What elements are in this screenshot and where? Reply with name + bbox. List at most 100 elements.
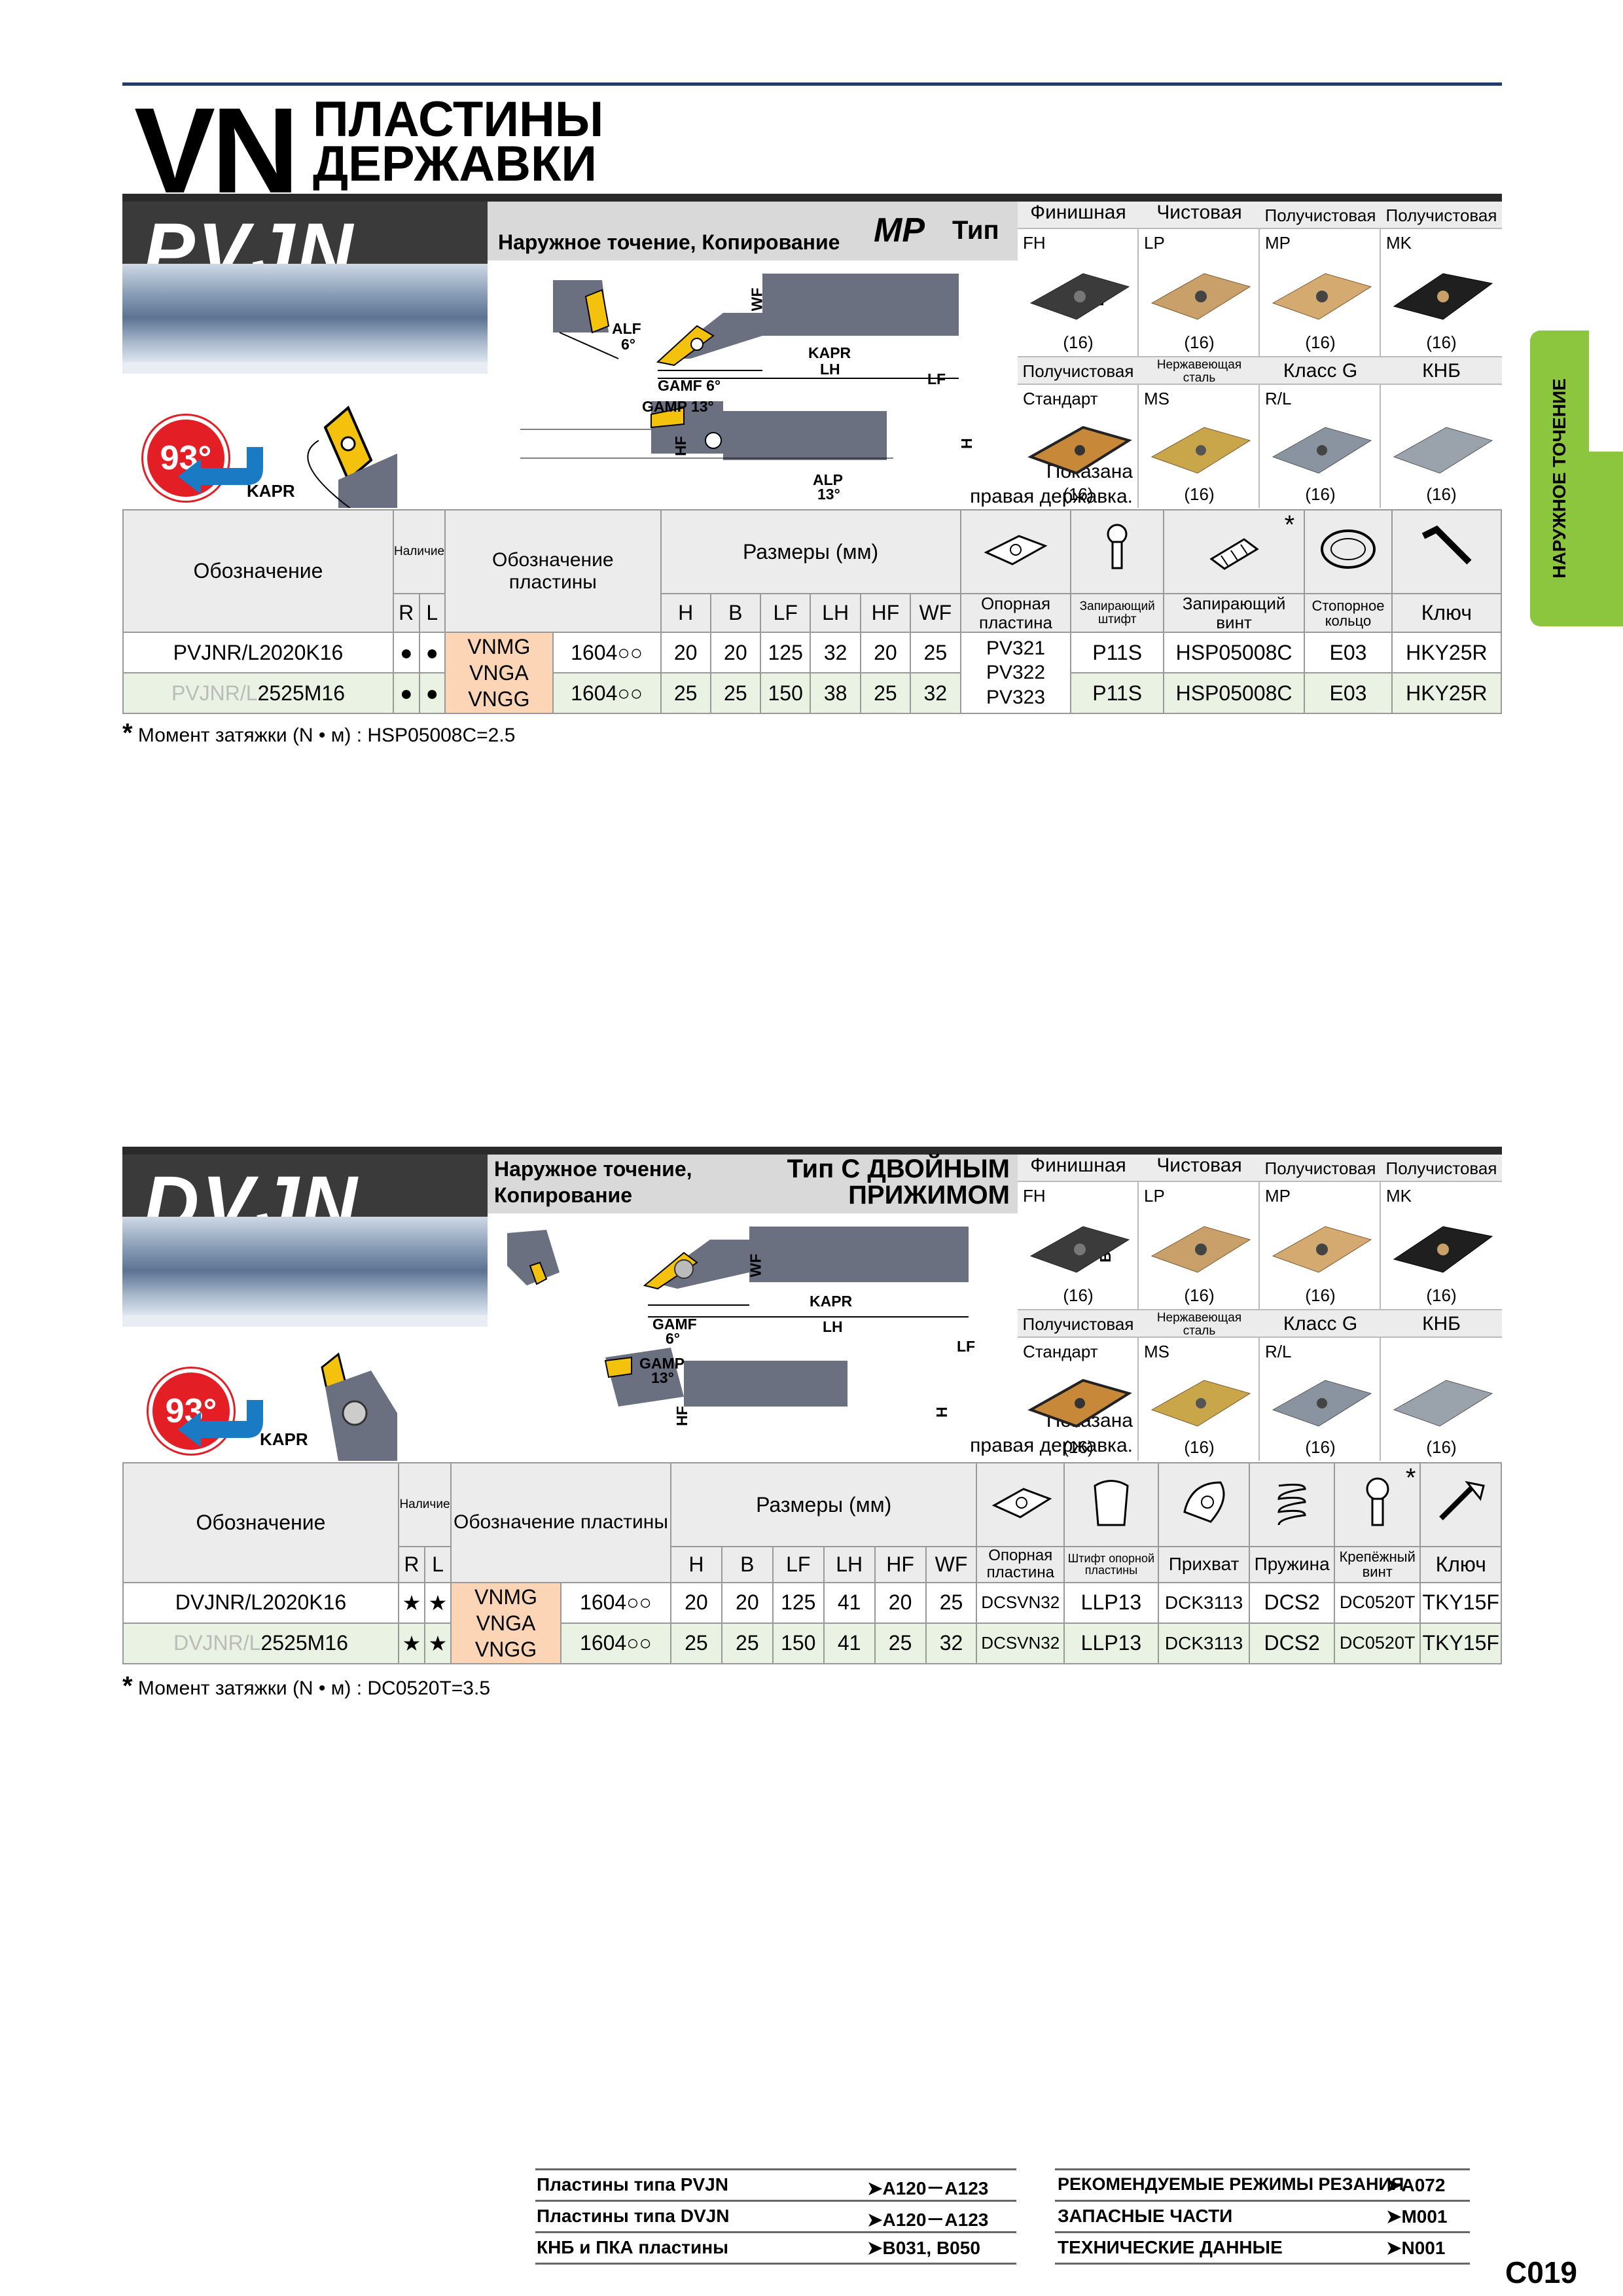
pvjn-shim-list: PV321 PV322 PV323 <box>959 632 1072 715</box>
pvjn-angle-badge: 93° <box>143 416 228 501</box>
pvjn-photo: 93° KAPR <box>122 264 488 508</box>
pvjn-dim-wf: WF <box>748 287 766 312</box>
pvjn-drawing <box>520 274 959 460</box>
side-tab-notch <box>1589 452 1623 626</box>
pvjn-row1-designation: PVJNR/L2020K16 <box>122 632 394 674</box>
table-row[interactable]: PVJNR/L2525M16 ● ● 1604○○ 25 25 150 38 2… <box>122 672 1503 715</box>
dvjn-ins-cbn-count: (16) <box>1426 1437 1457 1457</box>
dvjn-row2-pin: LLP13 <box>1063 1622 1159 1664</box>
dvjn-th-clamp: Прихват <box>1157 1546 1251 1583</box>
pvjn-row2-r: ● <box>392 672 420 715</box>
dvjn-row2-shim: DCSVN32 <box>976 1622 1065 1664</box>
dvjn-ins-mp-count: (16) <box>1305 1285 1336 1305</box>
dvjn-dim-lh: LH <box>823 1318 843 1335</box>
footer-link-cutting[interactable]: РЕКОМЕНДУЕМЫЕ РЕЖИМЫ РЕЗАНИЯ <box>1058 2174 1404 2194</box>
dvjn-th-r: R <box>397 1546 425 1583</box>
pvjn-holder-shape <box>338 454 397 508</box>
pvjn-shim-3: PV323 <box>986 686 1046 708</box>
pvjn-th-pin-icon <box>1070 509 1164 594</box>
footer-ref-dvjn[interactable]: ➤A120－A123 <box>867 2206 988 2232</box>
table-row[interactable]: PVJNR/L2020K16 ● ● VNMG VNGA VNGG 1604○○… <box>122 632 1503 715</box>
footer-link-cbn[interactable]: КНБ и ПКА пластины <box>537 2237 729 2257</box>
dvjn-title: DVJN <box>122 1155 488 1242</box>
footer-arrow-icon: ➤ <box>867 2178 883 2198</box>
pvjn-th-shim: Опорная пластина <box>959 592 1072 634</box>
pvjn-th-key: Ключ <box>1391 592 1503 634</box>
footer-ref-cutting[interactable]: ➤A072 <box>1386 2174 1445 2196</box>
pvjn-dim-lh: LH <box>820 361 840 378</box>
dvjn-row1-lh: 41 <box>823 1581 876 1624</box>
footer-ref-parts[interactable]: ➤M001 <box>1386 2206 1448 2227</box>
dvjn-subtitle-line2: Копирование <box>494 1183 633 1207</box>
dvjn-ins-mp-code: MP <box>1265 1186 1291 1206</box>
footer-link-parts[interactable]: ЗАПАСНЫЕ ЧАСТИ <box>1058 2206 1233 2226</box>
side-tab[interactable]: НАРУЖНОЕ ТОЧЕНИЕ <box>1530 331 1589 626</box>
pvjn-th-star: * <box>1284 511 1295 539</box>
dvjn-note-star: * <box>122 1672 133 1700</box>
dvjn-row1-wf: 25 <box>925 1581 978 1624</box>
pvjn-subtitle-bar <box>488 202 1018 260</box>
dvjn-ins-lp-head: Чистовая <box>1139 1155 1260 1182</box>
dvjn-ins-fh-code: FH <box>1023 1186 1046 1206</box>
pvjn-row2-hf: 25 <box>859 672 912 715</box>
dvjn-row2-wf: 32 <box>925 1622 978 1664</box>
pvjn-ins-mk-head: Получистовая <box>1381 202 1502 229</box>
dvjn-row1-shim: DCSVN32 <box>976 1581 1065 1624</box>
dvjn-shown-note: Показана правая державка. <box>908 1408 1133 1458</box>
dvjn-dim-kapr: KAPR <box>810 1293 853 1310</box>
pvjn-row1-h: 20 <box>660 632 711 674</box>
pvjn-th-screw: Запирающий винт <box>1162 592 1306 634</box>
pvjn-ins-lp-code: LP <box>1144 233 1165 253</box>
pvjn-th-insert: Обозначение пластины <box>444 509 662 634</box>
dvjn-row2-key: TKY15F <box>1419 1622 1502 1664</box>
pvjn-ins-std-code: Стандарт <box>1023 389 1098 408</box>
dvjn-th-pin-icon <box>1063 1462 1159 1547</box>
footer-ref-cbn[interactable]: ➤B031, B050 <box>867 2237 980 2259</box>
dvjn-th-l: L <box>423 1546 452 1583</box>
footer-link-dvjn[interactable]: Пластины типа DVJN <box>537 2206 730 2226</box>
dvjn-ins-cbn-head: КНБ <box>1381 1310 1502 1338</box>
footer-link-pvjn[interactable]: Пластины типа PVJN <box>537 2174 728 2195</box>
dvjn-th-shim: Опорная пластина <box>976 1546 1065 1583</box>
pvjn-shim-2: PV322 <box>986 662 1046 684</box>
dvjn-th-designation: Обозначение <box>122 1462 399 1583</box>
pvjn-row2-wf: 32 <box>910 672 961 715</box>
dvjn-ins-std-count: (16) <box>1063 1437 1094 1457</box>
pvjn-tool-sketch <box>178 405 397 508</box>
dvjn-insert-types: VNMG VNGA VNGG <box>450 1581 562 1664</box>
table-row[interactable]: DVJNR/L2525M16 ★ ★ 1604○○ 25 25 150 41 2… <box>122 1622 1502 1664</box>
dvjn-th-clamp-icon <box>1157 1462 1251 1547</box>
pvjn-ins-cbn-head: КНБ <box>1381 357 1502 385</box>
dvjn-row2-h: 25 <box>669 1622 722 1664</box>
dvjn-th-star: * <box>1405 1463 1416 1492</box>
dvjn-row1-spring: DCS2 <box>1249 1581 1335 1624</box>
footer-rule-left-4 <box>535 2263 1016 2265</box>
dvjn-row1-lf: 125 <box>772 1581 825 1624</box>
page-title-line1: ПЛАСТИНЫ <box>313 92 604 147</box>
pvjn-th-hf: HF <box>859 592 912 634</box>
dvjn-photo: 93° KAPR <box>122 1217 488 1461</box>
pvjn-insert-type-1: VNMG <box>467 635 531 659</box>
dvjn-th-spring: Пружина <box>1249 1546 1335 1583</box>
footer-rule-left-1 <box>535 2168 1016 2170</box>
pvjn-row2-size: 2525M16 <box>257 681 345 705</box>
pvjn-ins-fh-head: Финишная <box>1018 202 1139 229</box>
footer-ref-dvjn-text: A120－A123 <box>882 2210 989 2230</box>
dvjn-shown-line2: правая державка. <box>970 1434 1133 1456</box>
dvjn-ins-std-code: Стандарт <box>1023 1342 1098 1361</box>
dvjn-row2-lh: 41 <box>823 1622 876 1664</box>
pvjn-insert-grid: Финишная Чистовая Получистовая Получисто… <box>1018 202 1502 508</box>
footer-ref-pvjn[interactable]: ➤A120－A123 <box>867 2174 988 2200</box>
footer-arrow-icon: ➤ <box>867 2210 883 2230</box>
dvjn-ins-mk-code: MK <box>1386 1186 1412 1206</box>
pvjn-dim-hf: HF <box>671 436 689 456</box>
pvjn-th-ring: Стопорное кольцо <box>1304 592 1393 634</box>
dvjn-th-insert: Обозначение пластины <box>450 1462 671 1583</box>
dvjn-ins-lp-count: (16) <box>1184 1285 1215 1305</box>
table-row[interactable]: DVJNR/L2020K16 ★ ★ VNMG VNGA VNGG 1604○○… <box>122 1581 1502 1664</box>
dvjn-th-stock: Наличие <box>397 1462 452 1547</box>
dvjn-row1-insert: 1604○○ <box>560 1581 671 1624</box>
footer-ref-tech[interactable]: ➤N001 <box>1386 2237 1445 2259</box>
footer-link-tech[interactable]: ТЕХНИЧЕСКИЕ ДАННЫЕ <box>1058 2237 1283 2257</box>
pvjn-row2-insert: 1604○○ <box>552 672 662 715</box>
